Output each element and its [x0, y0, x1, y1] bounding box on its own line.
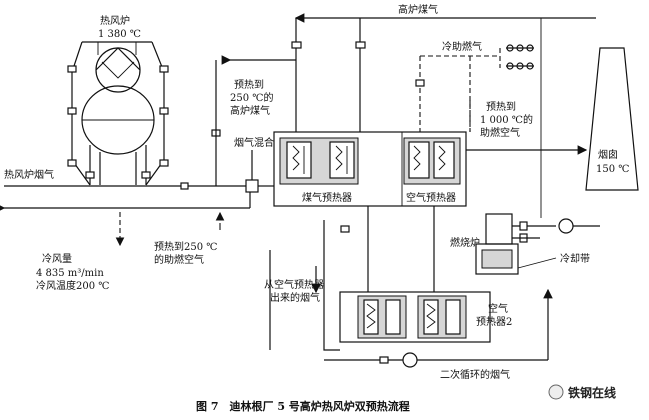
blower-icon-1 [506, 44, 534, 52]
hot-stove: 热风炉 1 380 ℃ [67, 14, 169, 186]
combustion-air: 冷助燃气 预热到 1 000 ℃的 助燃空气 [415, 40, 534, 139]
flue-mix-label: 烟气混合 [234, 136, 274, 149]
chimney: 烟囱 150 ℃ [466, 47, 639, 191]
from-air-preheater-2: 出来的烟气 [270, 291, 320, 304]
preheated-gas-3: 高炉煤气 [230, 104, 270, 117]
chimney-temp: 150 ℃ [596, 164, 629, 175]
preheated-gas-2: 250 ℃的 [230, 91, 273, 104]
preheated-air-1000-2: 1 000 ℃的 [480, 113, 533, 126]
recirculated-flue-label: 二次循环的烟气 [440, 368, 510, 381]
combustion-furnace-label: 燃烧炉 [450, 236, 480, 249]
from-air-preheater-1: 从空气预热器 [264, 278, 324, 291]
wechat-icon [548, 384, 564, 400]
combustion-furnace: 燃烧炉 冷却带 [450, 213, 600, 360]
hot-stove-label: 热风炉 [100, 14, 130, 27]
air-preheater-2: 空气 预热器2 从空气预热器 出来的烟气 二次循环的烟气 [264, 206, 548, 381]
figure-caption: 图 7 迪林根厂 5 号高炉热风炉双预热流程 [196, 399, 410, 413]
watermark-text: 铁钢在线 [568, 385, 616, 400]
combustion-air-label: 冷助燃气 [442, 40, 482, 53]
preheated-air-250-label-2: 的助燃空气 [154, 253, 204, 266]
chimney-label: 烟囱 [598, 148, 618, 161]
stove-flue-gas-label: 热风炉烟气 [4, 168, 54, 181]
preheated-gas-labels: 预热到 250 ℃的 高炉煤气 [221, 55, 296, 117]
fan-icon [558, 218, 574, 234]
gas-preheater-label: 煤气预热器 [302, 191, 352, 204]
watermark: 铁钢在线 [548, 384, 616, 400]
cold-air-flow: 4 835 m³/min [36, 268, 104, 279]
cold-air-label: 冷风量 [42, 252, 72, 265]
hot-stove-temp: 1 380 ℃ [98, 29, 141, 40]
mixing-box [245, 179, 259, 193]
bf-gas-line: 高炉煤气 [291, 3, 596, 218]
bf-gas-label: 高炉煤气 [398, 3, 438, 16]
air-preheater-2-label-2: 预热器2 [476, 315, 512, 328]
preheated-gas-1: 预热到 [234, 78, 264, 91]
air-preheater-2-label-1: 空气 [488, 302, 508, 315]
preheated-air-1000-1: 预热到 [486, 100, 516, 113]
blower-icon-2 [506, 62, 534, 70]
cooling-belt-label: 冷却带 [560, 252, 590, 265]
preheated-air-1000-3: 助燃空气 [480, 126, 520, 139]
preheated-air-250-label: 预热到250 ℃ [154, 240, 217, 253]
main-preheater-unit: 煤气预热器 空气预热器 烟气混合 [234, 131, 467, 207]
main-lines: 热风炉烟气 冷风量 4 835 m³/min 冷风温度200 ℃ 预热到250 … [0, 60, 251, 292]
cold-air-temp: 冷风温度200 ℃ [36, 279, 109, 292]
recirculation-fan-icon [402, 352, 418, 368]
air-preheater-label: 空气预热器 [406, 191, 456, 204]
